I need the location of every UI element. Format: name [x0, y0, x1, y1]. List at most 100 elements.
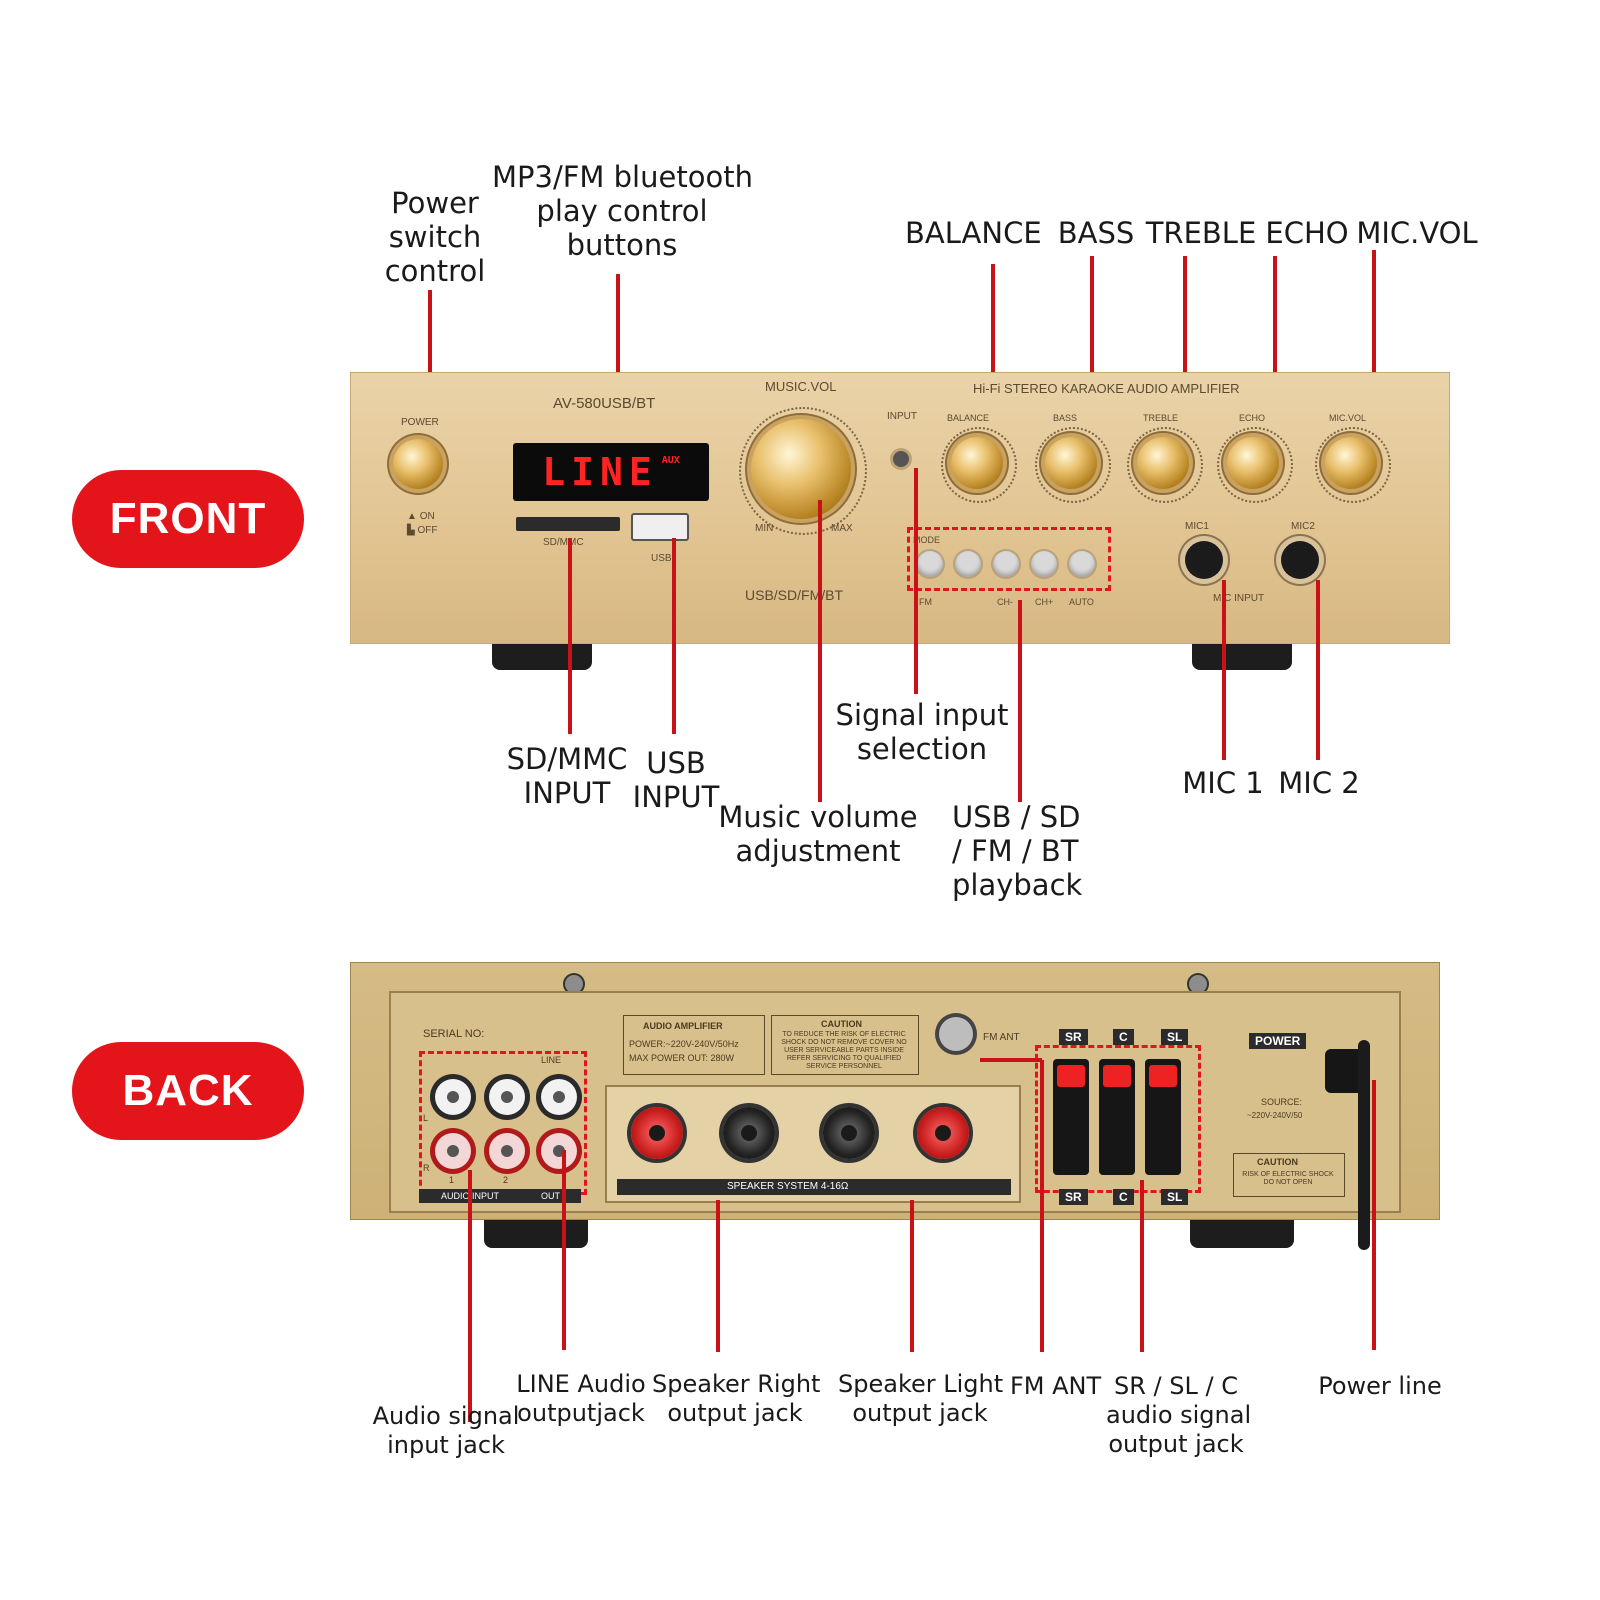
music-vol-scale: [739, 407, 867, 535]
mic1-jack[interactable]: [1185, 541, 1223, 579]
music-vol-knob[interactable]: [751, 419, 851, 519]
input-selector[interactable]: [893, 451, 909, 467]
line-audio-in: [468, 1170, 472, 1422]
rca-r-label: R: [423, 1163, 430, 1173]
line-power-cord: [1372, 1080, 1376, 1350]
out-label: OUT: [541, 1191, 560, 1201]
speaker-left-positive[interactable]: [917, 1107, 969, 1159]
power-off-label: ▙ OFF: [407, 525, 438, 536]
serial-label: SERIAL NO:: [423, 1028, 485, 1040]
caution2-box: [1233, 1153, 1345, 1197]
usb-port[interactable]: [631, 513, 689, 541]
audio-in-1-right[interactable]: [435, 1133, 471, 1169]
amp-title: Hi-Fi STEREO KARAOKE AUDIO AMPLIFIER: [973, 381, 1240, 396]
echo-scale: [1217, 427, 1293, 503]
line-mp3: [616, 274, 620, 458]
audio-in-2-right[interactable]: [489, 1133, 525, 1169]
sl-bottom-tag: SL: [1161, 1189, 1189, 1205]
line-balance: [991, 264, 995, 456]
mic-input-label: MIC INPUT: [1213, 593, 1265, 604]
sr-clip[interactable]: [1053, 1059, 1089, 1175]
speaker-right-negative[interactable]: [723, 1107, 775, 1159]
line-sd: [568, 538, 572, 734]
c-top-tag: C: [1113, 1029, 1134, 1045]
audio-amp-label: AUDIO AMPLIFIER: [643, 1021, 723, 1031]
caution2-text: RISK OF ELECTRIC SHOCK DO NOT OPEN: [1242, 1171, 1334, 1186]
label-mic1: MIC 1: [1182, 766, 1264, 800]
treble-scale: [1127, 427, 1203, 503]
next-button[interactable]: [1031, 551, 1057, 577]
micvol-knob[interactable]: [1325, 437, 1377, 489]
speaker-right-positive[interactable]: [631, 1107, 683, 1159]
audio-in-1-left[interactable]: [435, 1079, 471, 1115]
caution-box: [771, 1015, 919, 1075]
mic1-panel-label: MIC1: [1185, 521, 1209, 532]
line-out-label: LINE: [541, 1055, 562, 1065]
sl-clip[interactable]: [1145, 1059, 1181, 1175]
line-bass: [1090, 256, 1094, 456]
mic2-jack[interactable]: [1281, 541, 1319, 579]
sl-top-tag: SL: [1161, 1029, 1189, 1045]
bass-scale: [1035, 427, 1111, 503]
line-power: [428, 290, 432, 440]
balance-panel-label: BALANCE: [947, 413, 990, 423]
label-echo: ECHO: [1265, 216, 1349, 250]
line-treble: [1183, 256, 1187, 456]
max-power: MAX POWER OUT: 280W: [629, 1053, 735, 1063]
ch-plus-label: CH+: [1035, 597, 1054, 607]
back-screw-left: [565, 975, 583, 993]
line-out-right[interactable]: [541, 1133, 577, 1169]
line-spk-right: [716, 1200, 720, 1352]
amp-spec-box: [623, 1015, 765, 1075]
fm-antenna-connector[interactable]: [939, 1017, 973, 1051]
bass-knob[interactable]: [1045, 437, 1097, 489]
line-playback: [1018, 600, 1022, 802]
front-foot-right: [1192, 644, 1292, 670]
caution-label: CAUTION: [821, 1019, 862, 1029]
balance-knob[interactable]: [951, 437, 1003, 489]
line-mic1: [1222, 580, 1226, 760]
play-pause-button[interactable]: [1069, 551, 1095, 577]
line-fm-ant: [1040, 1060, 1044, 1352]
line-signal: [914, 468, 918, 694]
back-pill: BACK: [72, 1042, 304, 1140]
treble-knob[interactable]: [1137, 437, 1189, 489]
balance-scale: [941, 427, 1017, 503]
music-vol-max: MAX: [831, 523, 853, 534]
caution2-label: CAUTION: [1257, 1157, 1298, 1167]
source-spec: ~220V-240V/50: [1247, 1111, 1303, 1120]
label-micvol: MIC.VOL: [1356, 216, 1478, 250]
power-cord: [1358, 1040, 1370, 1250]
audio-in-2-left[interactable]: [489, 1079, 525, 1115]
line-out-left[interactable]: [541, 1079, 577, 1115]
c-clip[interactable]: [1099, 1059, 1135, 1175]
repeat-button[interactable]: [955, 551, 981, 577]
power-switch[interactable]: [393, 439, 443, 489]
speaker-left-negative[interactable]: [823, 1107, 875, 1159]
fm-ant-label: FM ANT: [983, 1032, 1020, 1043]
source-label: USB/SD/FM/BT: [745, 587, 844, 603]
speaker-system-label: SPEAKER SYSTEM 4-16Ω: [727, 1181, 849, 1192]
bass-panel-label: BASS: [1053, 413, 1078, 423]
previous-button[interactable]: [993, 551, 1019, 577]
echo-knob[interactable]: [1227, 437, 1279, 489]
sd-card-slot[interactable]: [516, 517, 620, 531]
line-spk-left: [910, 1200, 914, 1352]
auto-label: AUTO: [1069, 597, 1094, 607]
fm-label: FM: [919, 597, 932, 607]
front-panel: AV-580USB/BT Hi-Fi STEREO KARAOKE AUDIO …: [350, 372, 1450, 644]
mode-button[interactable]: [917, 551, 943, 577]
front-pill: FRONT: [72, 470, 304, 568]
sr-bottom-tag: SR: [1059, 1189, 1088, 1205]
mic2-panel-label: MIC2: [1291, 521, 1315, 532]
